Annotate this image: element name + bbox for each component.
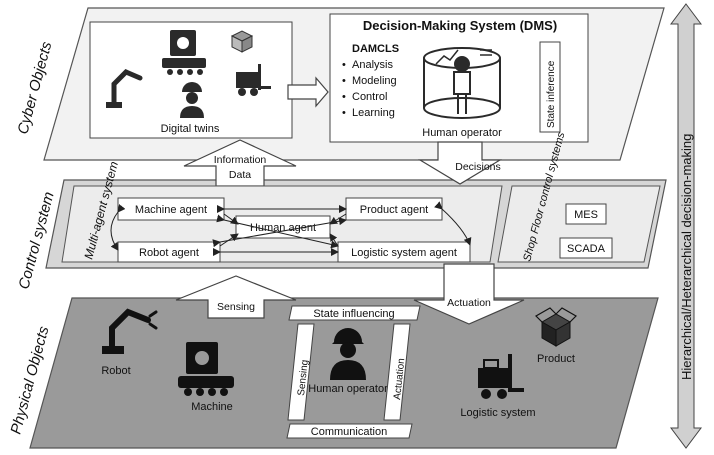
cyber-layer-label: Cyber Objects xyxy=(14,39,55,136)
dms-group: Decision-Making System (DMS) DAMCLS • An… xyxy=(329,13,589,143)
state-inference-box xyxy=(539,41,561,133)
sensing-label: Sensing xyxy=(217,301,255,313)
digital-twins-label: Digital twins xyxy=(161,123,220,135)
agent-links xyxy=(110,201,472,256)
scada-box xyxy=(559,237,613,259)
damcls-item: Analysis xyxy=(352,59,393,71)
state-influencing-label: State influencing xyxy=(313,308,394,320)
actuation-vertical-box xyxy=(383,323,411,421)
machine-icon xyxy=(162,30,206,75)
worker-icon xyxy=(180,82,204,118)
physical-human-operator-label: Human operator xyxy=(308,383,388,395)
svg-text:•: • xyxy=(342,91,346,103)
digital-twins-group: Digital twins xyxy=(89,21,293,139)
damcls-item: Control xyxy=(352,91,387,103)
damcls-list: • Analysis • Modeling • Control • Learni… xyxy=(342,59,397,119)
dms-title: Decision-Making System (DMS) xyxy=(363,18,557,33)
human-operator-icon xyxy=(330,328,366,380)
actuation-vertical-label: Actuation xyxy=(392,358,407,401)
svg-text:•: • xyxy=(342,107,346,119)
mes-label: MES xyxy=(574,209,598,221)
decisions-label: Decisions xyxy=(455,161,501,173)
forklift-icon xyxy=(236,64,271,96)
multi-agent-panel: Multi-agent system Machine agent Robot a… xyxy=(61,160,503,263)
vr-operator-icon xyxy=(423,47,501,119)
information-label: Information xyxy=(214,154,267,166)
data-label: Data xyxy=(229,169,251,181)
communication-label: Communication xyxy=(311,426,387,438)
mes-box xyxy=(565,203,607,225)
scada-label: SCADA xyxy=(567,243,606,255)
information-data-arrow: Information Data xyxy=(183,139,297,187)
product-agent-label: Product agent xyxy=(360,204,429,216)
svg-text:•: • xyxy=(342,75,346,87)
dms-human-operator-label: Human operator xyxy=(422,127,502,139)
robot-arm-icon xyxy=(106,69,143,108)
machine-agent-label: Machine agent xyxy=(135,204,207,216)
decisions-arrow: Decisions xyxy=(417,141,503,185)
twins-to-dms-arrow xyxy=(287,76,329,108)
communication-box xyxy=(286,423,413,439)
damcls-title: DAMCLS xyxy=(352,43,399,55)
sensing-vertical-label: Sensing xyxy=(296,359,311,396)
forklift-icon-physical xyxy=(478,354,524,399)
state-inference-label: State inference xyxy=(546,60,557,128)
hierarchy-arrow xyxy=(670,3,702,449)
actuation-label: Actuation xyxy=(447,297,491,309)
machine-icon-physical xyxy=(178,342,234,396)
actuation-arrow: Actuation xyxy=(413,263,525,325)
damcls-item: Modeling xyxy=(352,75,397,87)
svg-text:•: • xyxy=(342,59,346,71)
hierarchy-label: Hierarchical/Heterarchical decision-maki… xyxy=(679,134,694,380)
logistic-system-label: Logistic system xyxy=(460,407,535,419)
product-icon xyxy=(535,307,577,347)
state-influencing-box xyxy=(288,305,421,321)
physical-human-operator-text: Human operator xyxy=(308,383,388,395)
machine-label: Machine xyxy=(191,401,233,413)
shop-floor-panel: Shop Floor control systems MES SCADA xyxy=(497,130,661,263)
damcls-item: Learning xyxy=(352,107,395,119)
robot-icon xyxy=(102,308,158,354)
box-icon xyxy=(230,30,254,53)
robot-agent-label: Robot agent xyxy=(139,247,199,259)
robot-label: Robot xyxy=(101,365,130,377)
product-label: Product xyxy=(537,353,575,365)
sensing-vertical-box xyxy=(287,323,315,421)
sensing-arrow: Sensing xyxy=(175,275,297,319)
logistic-agent-label: Logistic system agent xyxy=(351,247,457,259)
